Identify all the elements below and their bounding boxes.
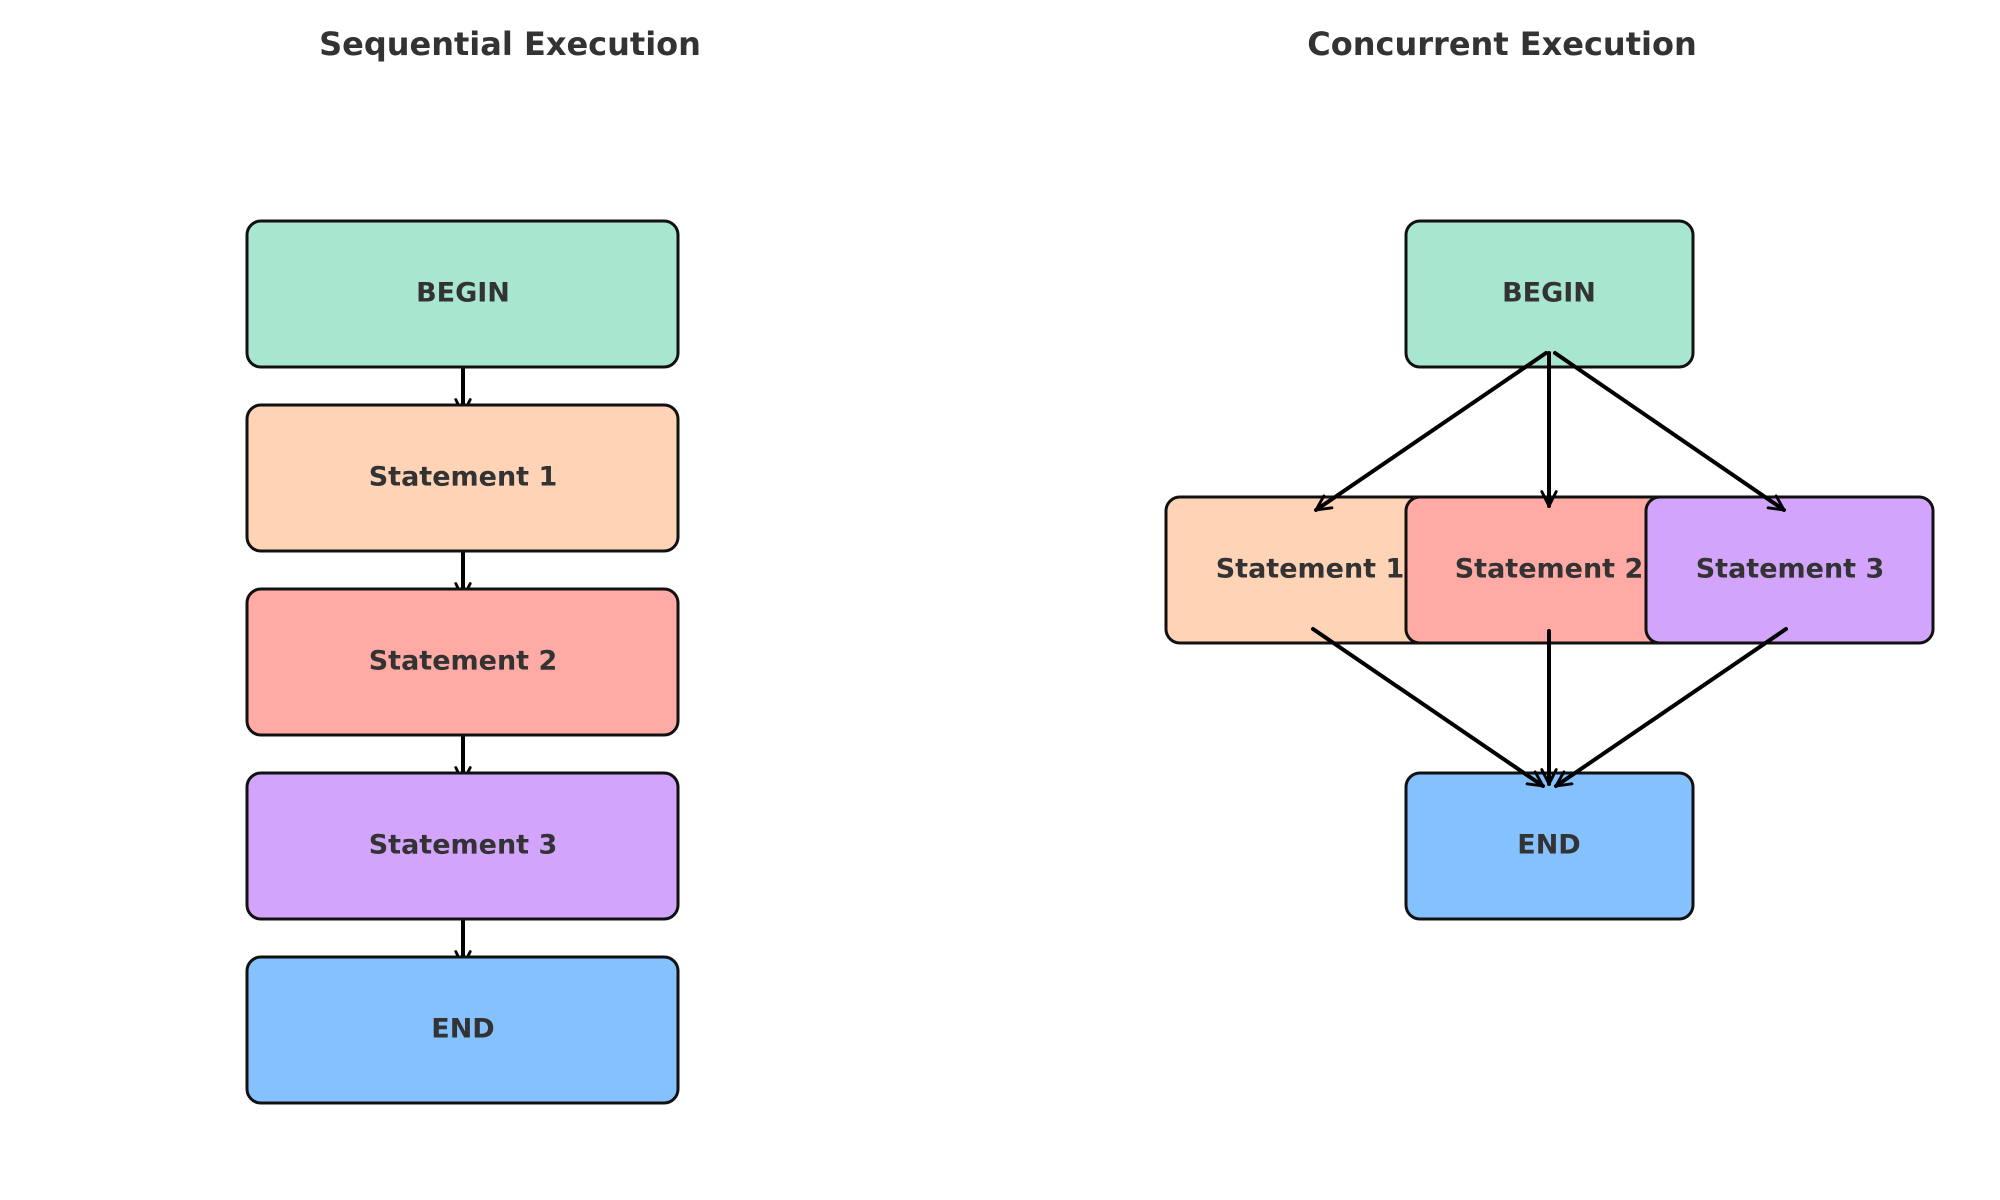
seq-node-statement-2-label: Statement 2 [369,646,558,677]
sequential-panel: BEGIN Statement 1 Statement 2 Statement … [245,219,680,1105]
seq-node-statement-1-box [245,403,680,553]
con-arrows [1311,351,1788,788]
seq-node-begin: BEGIN [245,219,680,369]
seq-node-begin-box [245,219,680,369]
con-node-statement-3: Statement 3 [1644,495,1935,645]
con-arrow-s3-end [1554,627,1788,788]
seq-node-statement-2: Statement 2 [245,587,680,737]
con-node-statement-1: Statement 1 [1164,495,1455,645]
con-node-begin: BEGIN [1404,219,1695,369]
seq-node-statement-1: Statement 1 [245,403,680,553]
con-arrow-begin-s3 [1553,351,1786,512]
con-arrow-s1-end [1311,627,1545,788]
concurrent-panel: BEGIN Statement 1 Statement 2 Statement … [1164,219,1935,921]
con-node-end: END [1404,771,1695,921]
concurrent-title: Concurrent Execution [1307,25,1696,63]
con-node-begin-label: BEGIN [1502,278,1596,309]
seq-node-statement-3-label: Statement 3 [369,830,558,861]
seq-node-statement-1-label: Statement 1 [369,462,558,493]
seq-node-statement-2-box [245,587,680,737]
con-node-statement-3-box [1644,495,1935,645]
con-node-end-label: END [1517,830,1580,861]
seq-node-end: END [245,955,680,1105]
seq-node-begin-label: BEGIN [416,278,510,309]
sequential-title: Sequential Execution [319,25,701,63]
con-node-statement-3-label: Statement 3 [1696,554,1885,585]
seq-node-end-label: END [431,1014,494,1045]
con-node-statement-1-label: Statement 1 [1216,554,1405,585]
con-node-statement-2-label: Statement 2 [1455,554,1644,585]
seq-node-end-box [245,955,680,1105]
seq-node-statement-3: Statement 3 [245,771,680,921]
con-arrow-begin-s1 [1314,351,1548,512]
seq-node-statement-3-box [245,771,680,921]
